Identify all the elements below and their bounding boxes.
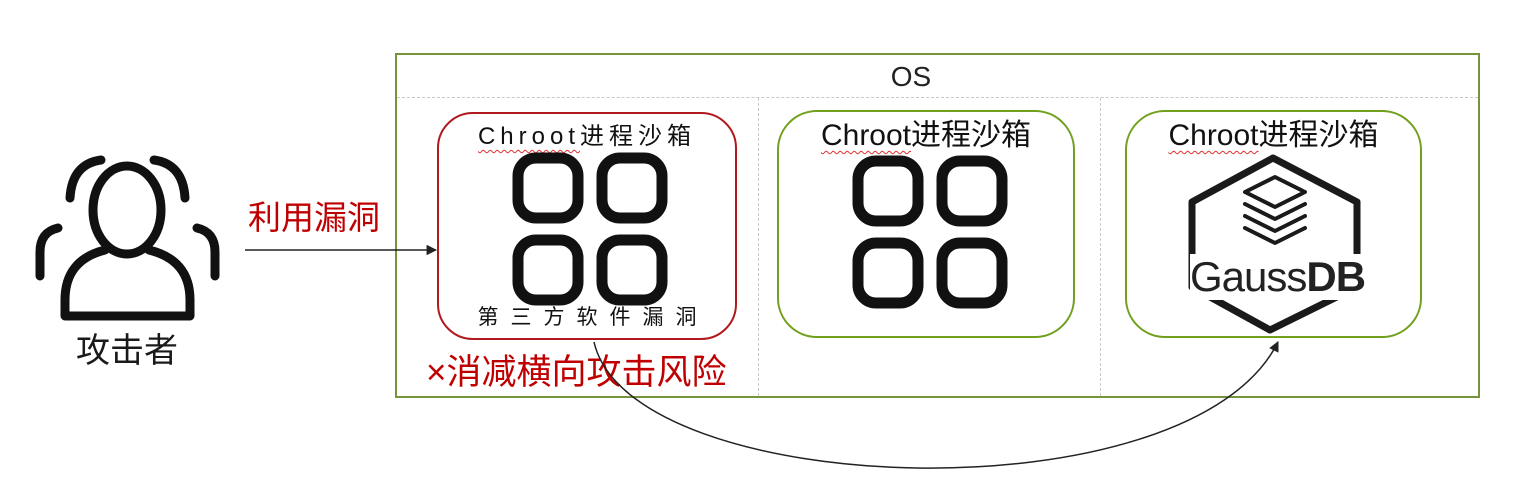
wordmark-bold: DB: [1306, 253, 1366, 300]
spellcheck-underline: Chroot: [1168, 119, 1259, 152]
layer-top: [1243, 175, 1307, 209]
grid-cell: [512, 234, 584, 306]
gaussdb-logo-icon: [1188, 154, 1361, 334]
os-column-divider-2: [1100, 98, 1101, 396]
app-grid-icon: [852, 155, 1008, 309]
user-scan-icon: [35, 155, 220, 321]
app-grid-icon: [512, 152, 668, 306]
grid-cell: [852, 155, 924, 227]
layer: [1243, 226, 1307, 245]
scan-corner-top-right: [149, 155, 190, 203]
sandbox-title: Chroot进程沙箱: [1168, 119, 1379, 152]
gaussdb-wordmark: GaussDB: [1190, 253, 1366, 300]
sandbox-app: Chroot进程沙箱: [777, 110, 1075, 338]
spellcheck-underline: Chroot: [820, 119, 912, 152]
grid-cell: [512, 152, 584, 224]
grid-cell: [852, 237, 924, 309]
sandbox-title: Chroot进程沙箱: [820, 119, 1032, 152]
grid-cell: [936, 155, 1008, 227]
logo-hexagon: [1188, 154, 1361, 334]
grid-cell: [596, 152, 668, 224]
sandbox-gaussdb: Chroot进程沙箱 GaussDB: [1125, 110, 1422, 338]
user-head: [88, 161, 166, 259]
user-body: [60, 245, 195, 321]
scan-corner-bottom-right: [192, 223, 220, 281]
sandbox-third-party: Chroot进程沙箱 第三方软件漏洞: [437, 112, 737, 340]
sandbox-caption: 第三方软件漏洞: [477, 306, 709, 329]
exploit-arrow-label: 利用漏洞: [248, 199, 380, 236]
database-layers-icon: [1243, 175, 1307, 245]
attacker-label: 攻击者: [76, 332, 178, 370]
os-column-divider-1: [758, 98, 759, 396]
layer: [1243, 214, 1307, 233]
spellcheck-underline: Chroot: [477, 123, 581, 150]
layer: [1243, 202, 1307, 221]
mitigation-label: ×消减横向攻击风险: [426, 353, 727, 392]
grid-cell: [596, 234, 668, 306]
wordmark-light: Gauss: [1190, 253, 1307, 300]
os-header-divider: [397, 97, 1478, 98]
grid-cell: [936, 237, 1008, 309]
scan-corner-bottom-left: [35, 223, 63, 281]
sandbox-title: Chroot进程沙箱: [477, 123, 697, 150]
os-container: OS Chroot进程沙箱 第三方软件漏洞 Chroot进程沙箱: [395, 53, 1480, 398]
os-title: OS: [890, 61, 932, 92]
scan-corner-top-left: [65, 155, 106, 203]
